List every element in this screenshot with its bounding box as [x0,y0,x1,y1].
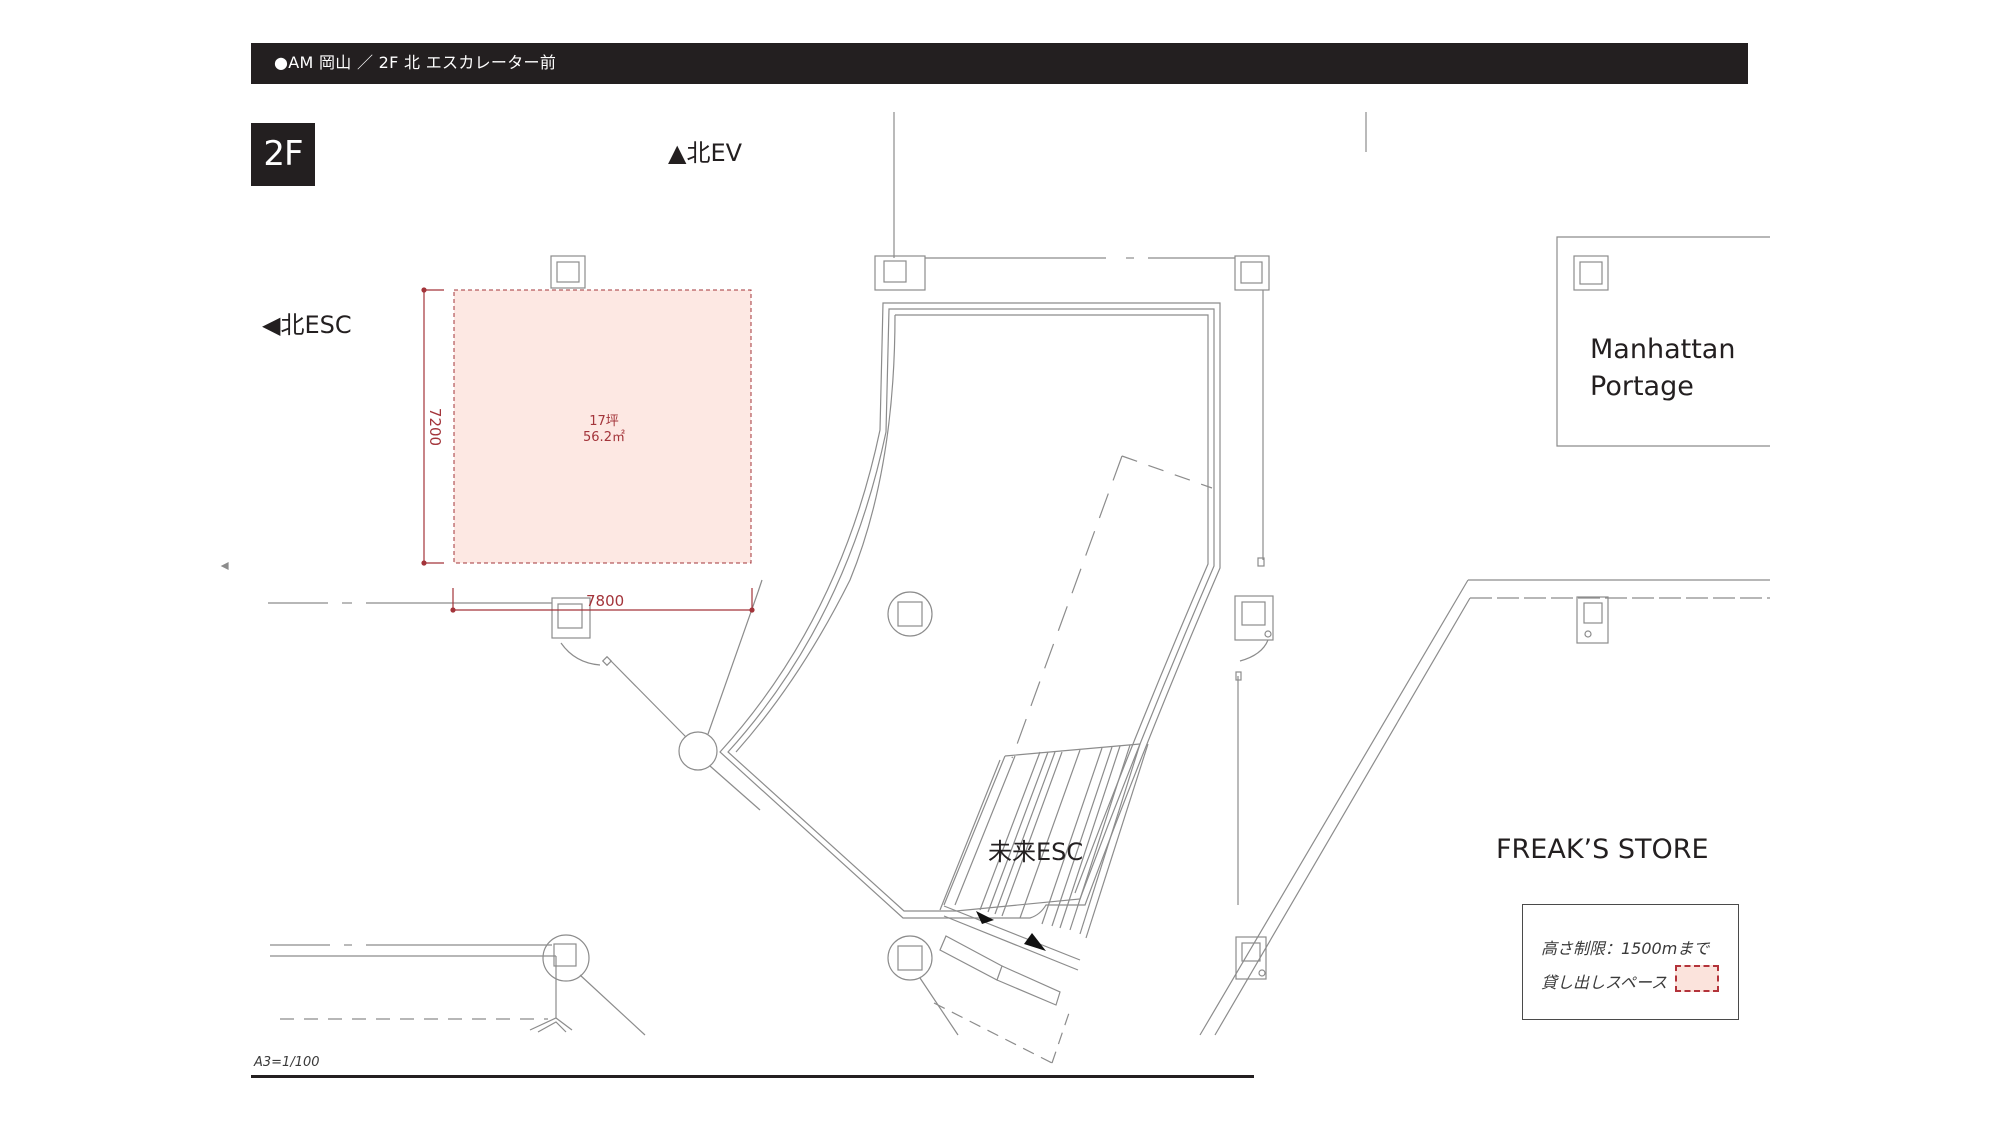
dimension-width-label: 7800 [586,592,625,610]
header-bar [251,43,1748,84]
bottom-rule [251,1075,1254,1078]
legend: 高さ制限：1500mまで 貸し出しスペース [1522,904,1739,1020]
store-manhattan-portage-line2: Portage [1590,371,1694,402]
rental-space-label[interactable]: 17坪 56.2㎡ [540,414,668,446]
north-esc-label: ◀北ESC [262,311,352,339]
rental-space-area [453,289,752,564]
escalator-down-arrow-icon [976,911,994,924]
store-manhattan-portage-line1: Manhattan [1590,334,1736,365]
legend-height-limit: 高さ制限：1500mまで [1541,939,1710,958]
store-freaks-store: FREAK’S STORE [1496,834,1709,865]
escalator-label: 未来ESC [988,838,1084,866]
header-title: ●AM 岡山 ／ 2F 北 エスカレーター前 [274,53,557,72]
area-tsubo: 17坪 [589,414,619,429]
dimension-height-label: 7200 [426,407,445,447]
legend-rental-swatch [1675,965,1719,992]
area-sqm: 56.2㎡ [583,430,625,445]
legend-rental-space: 貸し出しスペース [1541,973,1668,992]
floor-badge: 2F [251,123,315,186]
north-ev-label: ▲北EV [668,139,743,167]
escalator-up-arrow-icon [1024,933,1046,951]
scale-label: A3=1/100 [254,1055,320,1070]
